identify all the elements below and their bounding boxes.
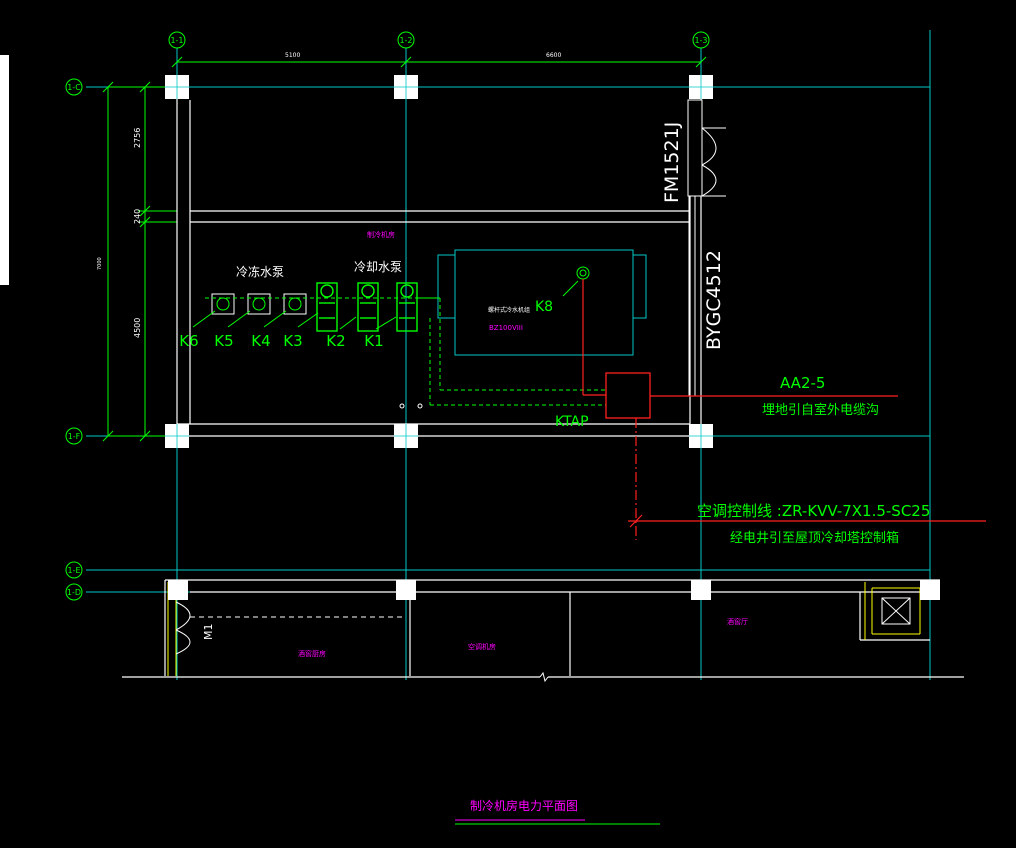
dimension-label: 5100 bbox=[285, 52, 300, 59]
fire-door-label: FM1521J bbox=[661, 122, 683, 203]
dimension-label: 2756 bbox=[133, 128, 142, 148]
motor-icon bbox=[576, 266, 590, 280]
grid-bubble-label: 1-2 bbox=[399, 36, 412, 45]
grid-bubble-label: 1-1 bbox=[170, 36, 183, 45]
room-label: 酒窖厨房 bbox=[298, 649, 326, 658]
grid-bubble-label: 1-3 bbox=[694, 36, 707, 45]
fire-door bbox=[687, 99, 726, 197]
room-label: 酒窖厅 bbox=[727, 617, 748, 626]
control-box-label: KTAP bbox=[555, 414, 589, 430]
louver-window bbox=[688, 195, 702, 397]
cooling-water-pumps bbox=[316, 282, 418, 332]
pump-lead-lines bbox=[192, 310, 397, 330]
pump-key: K2 bbox=[326, 332, 345, 350]
pump-icon bbox=[216, 297, 302, 311]
pump-wiring bbox=[205, 297, 606, 406]
lower-partitions bbox=[167, 582, 921, 676]
side-panel-edge bbox=[0, 55, 9, 285]
pump-key: K3 bbox=[283, 332, 302, 350]
dimension-label: 7000 bbox=[97, 257, 103, 270]
break-line bbox=[539, 671, 549, 683]
dimension-label: 240 bbox=[133, 209, 142, 224]
grid-bubble-label: 1-E bbox=[67, 566, 80, 575]
small-door-label: M1 bbox=[202, 624, 215, 641]
power-feed-lines bbox=[582, 279, 986, 540]
control-line-desc: 经电井引至屋顶冷却塔控制箱 bbox=[730, 530, 899, 546]
grid-bubble-label: 1-C bbox=[67, 83, 81, 92]
louver-label: BYGC4512 bbox=[703, 250, 725, 350]
control-line-label: 空调控制线 :ZR-KVV-7X1.5-SC25 bbox=[697, 502, 930, 520]
chilled-water-pumps-label: 冷冻水泵 bbox=[236, 264, 284, 279]
chiller-name: 螺杆式冷水机组 bbox=[488, 306, 530, 314]
power-feed-desc: 埋地引自室外电缆沟 bbox=[762, 402, 879, 418]
dimension-label: 6600 bbox=[546, 52, 561, 59]
lift-shaft-icon bbox=[881, 597, 911, 625]
grid-bubble-label: 1-D bbox=[67, 588, 81, 597]
grid-bubbles bbox=[65, 31, 710, 601]
pump-key: K5 bbox=[214, 332, 233, 350]
lead-line bbox=[562, 280, 579, 297]
cooling-water-pumps-label: 冷却水泵 bbox=[354, 260, 402, 274]
small-door bbox=[175, 601, 191, 655]
room-label: 空调机房 bbox=[468, 642, 496, 651]
walls bbox=[122, 87, 964, 678]
pump-key: K6 bbox=[179, 332, 198, 350]
drawing-title: 制冷机房电力平面图 bbox=[470, 798, 578, 813]
chiller-key: K8 bbox=[535, 299, 553, 315]
chiller-model: BZ100VIII bbox=[489, 324, 523, 332]
control-box bbox=[605, 372, 651, 419]
grid-bubble-label: 1-F bbox=[68, 432, 81, 441]
pump-key: K4 bbox=[251, 332, 270, 350]
dimension-lines bbox=[102, 56, 707, 442]
chilled-water-pumps bbox=[211, 293, 307, 315]
power-feed-code: AA2-5 bbox=[780, 374, 825, 392]
pump-key: K1 bbox=[364, 332, 383, 350]
dimension-label: 4500 bbox=[133, 318, 142, 338]
room-label-chiller: 制冷机房 bbox=[367, 230, 395, 239]
chiller-unit bbox=[437, 249, 647, 356]
